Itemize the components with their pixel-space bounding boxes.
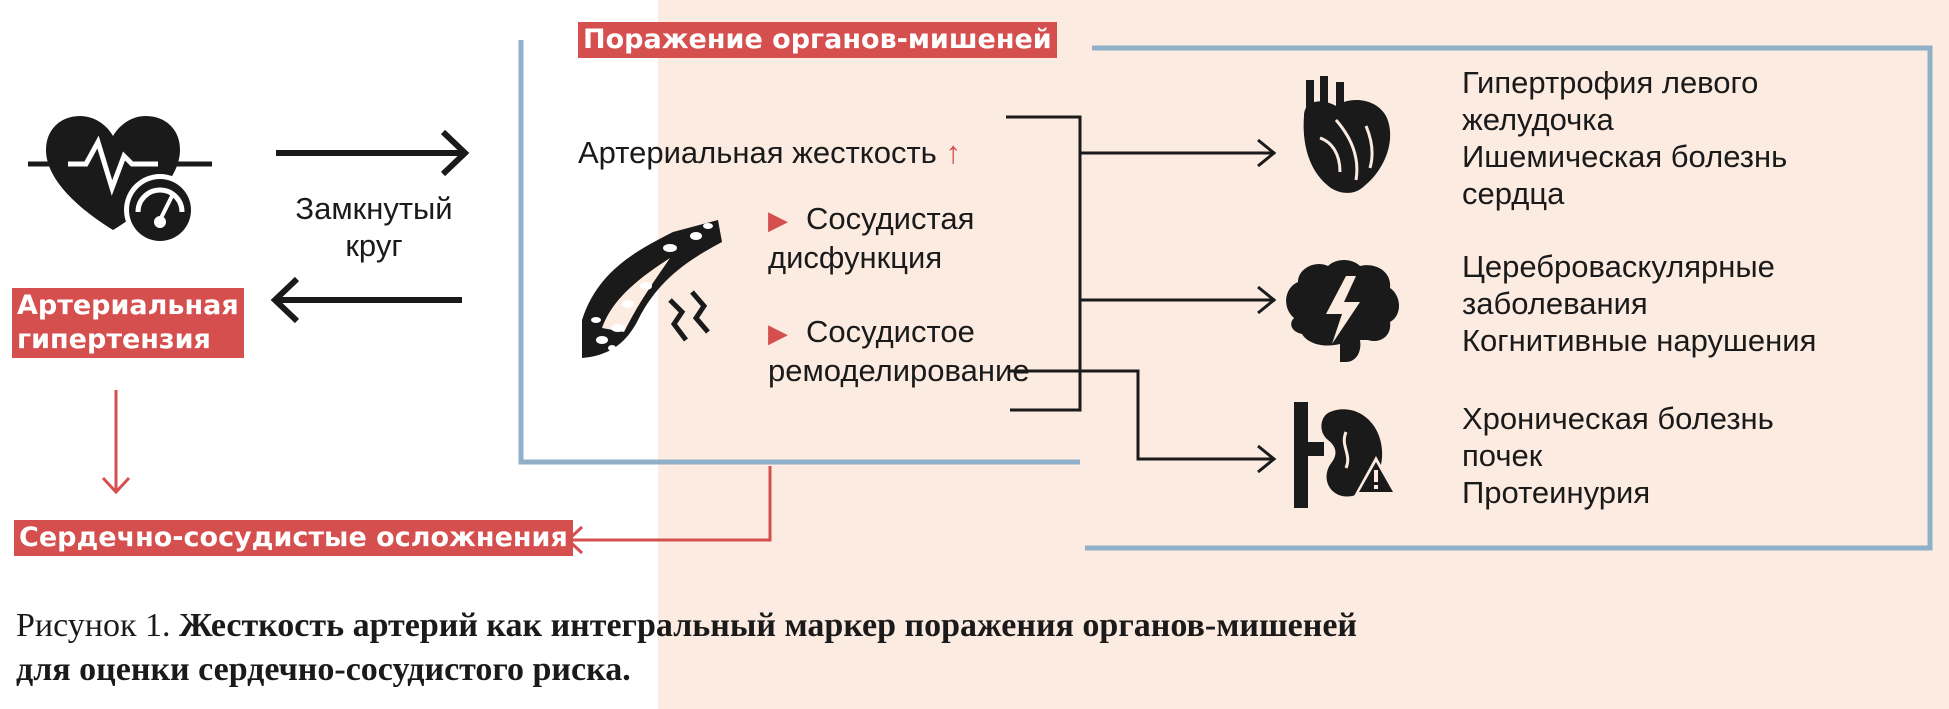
caption-title-line2: для оценки сердечно-сосудистого риска. (16, 651, 631, 688)
kidney-arrow-head (1257, 444, 1277, 474)
kidney-warning-icon (1294, 402, 1398, 508)
heart-arrow-head (1257, 138, 1277, 168)
vicious-circle-label: Замкнутый круг (295, 191, 453, 263)
heart-outcomes: Гипертрофия левого желудочка Ишемическая… (1462, 65, 1788, 211)
outcomes-frame (1085, 45, 1933, 551)
target-organ-frame (518, 40, 1080, 465)
arrow-right-head (440, 129, 470, 177)
stiffness-bracket (1006, 115, 1082, 412)
heart-icon (1303, 76, 1391, 193)
heart-pulse-gauge-icon (28, 116, 212, 246)
kidney-outcomes: Хроническая болезнь почек Протеинурия (1462, 401, 1774, 510)
target-organ-header: Поражение органов-мишеней (578, 22, 1057, 58)
vascular-dysfunction-item: ▶Сосудистая дисфункция (768, 201, 975, 275)
figure-caption: Рисунок 1. Жесткость артерий как интегра… (16, 604, 1357, 692)
brain-lightning-icon (1286, 260, 1399, 362)
brain-arrow-head (1257, 285, 1277, 315)
artery-plaque-icon (582, 220, 722, 358)
bullet-icon: ▶ (768, 205, 788, 235)
vascular-remodeling-item: ▶Сосудистое ремоделирование (768, 314, 1030, 388)
brain-outcomes: Цереброваскулярные заболевания Когнитивн… (1462, 249, 1817, 358)
arterial-stiffness-label: Артериальная жесткость ↑ (578, 135, 961, 170)
right-background-panel (658, 0, 1949, 709)
increase-arrow-icon: ↑ (945, 135, 961, 170)
down-arrow-head (101, 476, 131, 495)
arrow-left-head (270, 276, 300, 324)
caption-prefix: Рисунок 1. (16, 607, 171, 644)
cv-complications-label: Сердечно-сосудистые осложнения (14, 520, 573, 556)
caption-title-line1: Жесткость артерий как интегральный марке… (178, 607, 1358, 644)
return-arrow-line (568, 466, 772, 542)
bullet-icon: ▶ (768, 318, 788, 348)
hypertension-label: Артериальная гипертензия (12, 288, 244, 358)
